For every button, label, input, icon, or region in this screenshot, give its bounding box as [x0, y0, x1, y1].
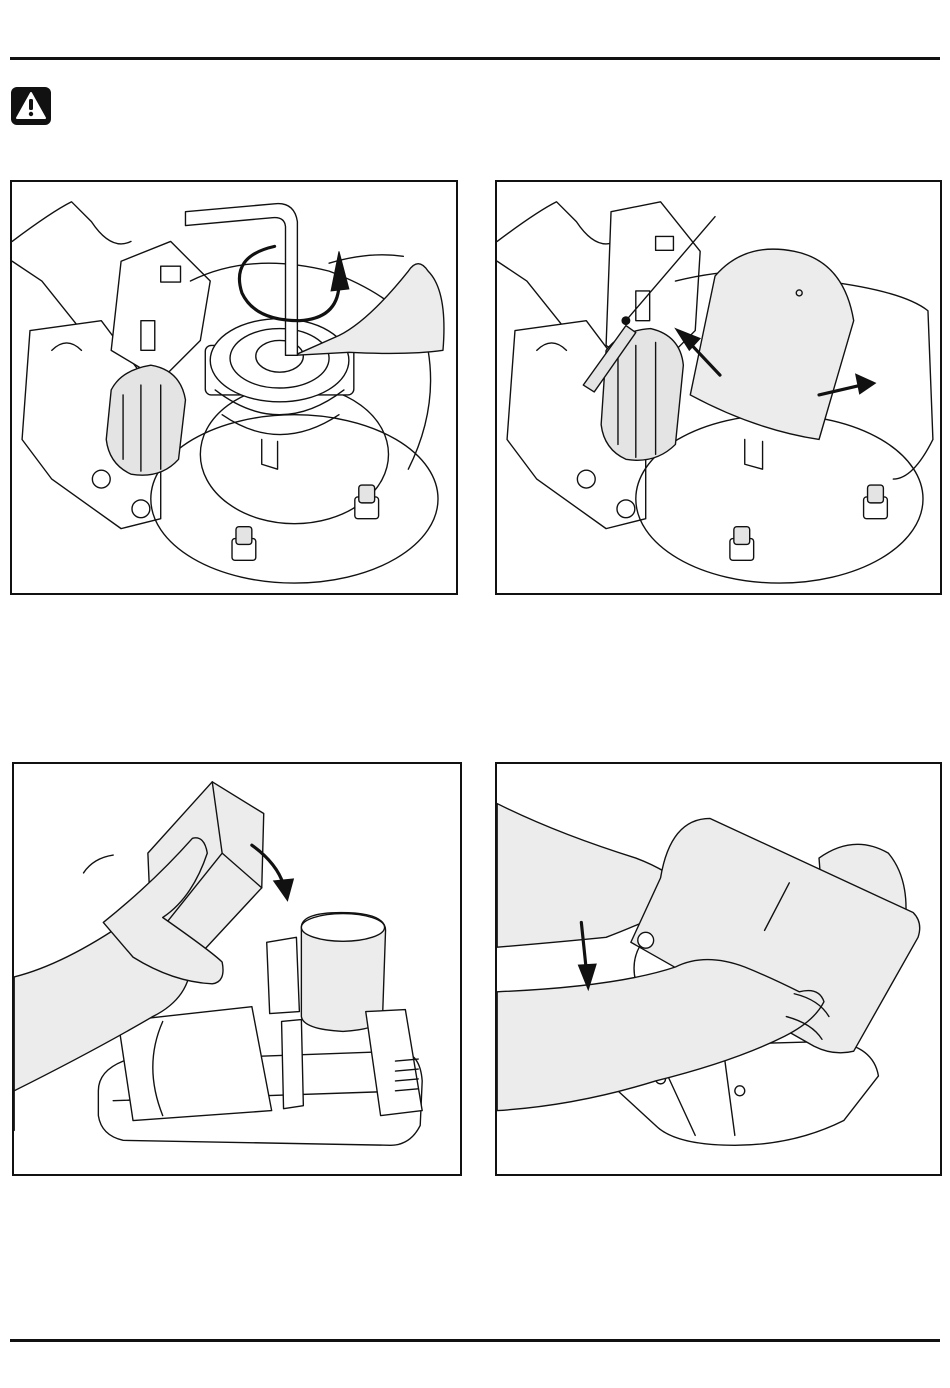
- figure-insert-filter: [12, 762, 462, 1176]
- figure-hex-key: [10, 180, 458, 595]
- figure-remove-cover-drawing: [497, 182, 940, 593]
- figure-fit-cover: [495, 762, 942, 1176]
- figure-insert-filter-drawing: [14, 764, 460, 1174]
- figure-fit-cover-drawing: [497, 764, 940, 1174]
- bottom-rule: [10, 1339, 940, 1342]
- warning-icon: [10, 86, 52, 126]
- figure-remove-cover: [495, 180, 942, 595]
- figure-hex-key-drawing: [12, 182, 456, 593]
- top-rule: [10, 57, 940, 60]
